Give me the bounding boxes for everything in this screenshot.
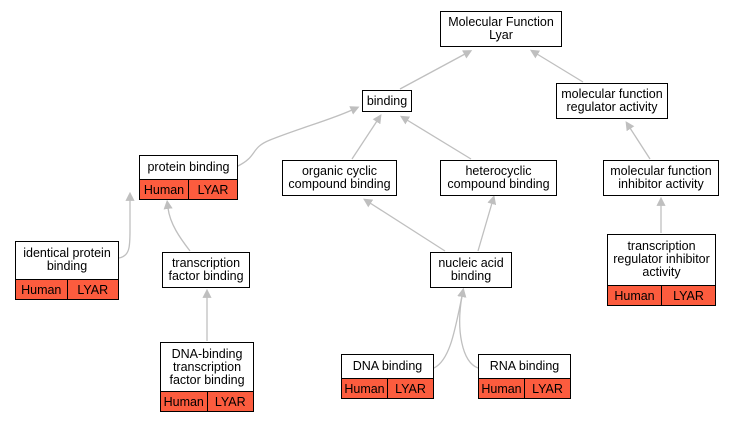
node-mf-inhibitor[interactable]: molecular function inhibitor activity <box>603 160 719 196</box>
node-label: molecular function regulator activity <box>561 87 663 114</box>
node-label: Molecular Function Lyar <box>448 15 554 42</box>
node-dna-tf-binding[interactable]: DNA-binding transcription factor binding… <box>160 342 254 412</box>
edge-binding-to-root <box>399 50 473 90</box>
gene-tag: LYAR <box>388 379 434 399</box>
node-tr-inhibitor[interactable]: transcription regulator inhibitor activi… <box>607 234 716 306</box>
node-label: transcription regulator inhibitor activi… <box>613 238 710 279</box>
gene-tag: LYAR <box>189 180 238 200</box>
node-label: organic cyclic compound binding <box>288 164 391 191</box>
node-label: identical protein binding <box>23 246 111 273</box>
species-tag: Human <box>341 379 388 399</box>
node-label: nucleic acid binding <box>438 256 504 283</box>
node-label: protein binding <box>147 159 230 174</box>
node-tf-binding[interactable]: transcription factor binding <box>162 252 250 288</box>
gene-tag: LYAR <box>207 392 254 412</box>
node-label: molecular function inhibitor activity <box>610 164 712 191</box>
node-label: transcription factor binding <box>168 256 244 283</box>
edge-organic-cyclic-to-binding <box>351 114 382 160</box>
species-tag: Human <box>15 280 68 300</box>
edge-nucleic-acid-to-heterocyclic <box>477 195 497 252</box>
node-label: heterocyclic compound binding <box>447 164 550 191</box>
edge-rna-binding-to-nucleic-acid <box>457 287 479 369</box>
node-mf-regulator[interactable]: molecular function regulator activity <box>556 83 668 119</box>
edge-nucleic-acid-to-organic-cyclic <box>363 198 446 252</box>
node-nucleic-acid[interactable]: nucleic acid binding <box>430 252 512 288</box>
node-organic-cyclic[interactable]: organic cyclic compound binding <box>282 160 397 196</box>
gene-tag: LYAR <box>662 286 716 306</box>
edge-mf-inhibitor-to-mf-regulator <box>625 121 651 160</box>
species-tag: Human <box>160 392 208 412</box>
species-tag: Human <box>478 379 525 399</box>
edge-identical-protein-to-protein-binding <box>118 191 135 259</box>
edge-mf-regulator-to-root <box>530 49 584 83</box>
edge-protein-binding-to-binding <box>237 106 360 167</box>
species-tag: Human <box>139 180 189 200</box>
edge-heterocyclic-to-binding <box>400 115 472 160</box>
species-tag: Human <box>607 286 662 306</box>
node-label: binding <box>366 93 408 108</box>
node-label: DNA-binding transcription factor binding <box>169 346 245 387</box>
gene-tag: LYAR <box>525 379 571 399</box>
edge-dna-binding-to-nucleic-acid <box>433 287 467 369</box>
node-heterocyclic[interactable]: heterocyclic compound binding <box>440 160 557 196</box>
node-root[interactable]: Molecular Function Lyar <box>440 11 562 47</box>
node-label: DNA binding <box>352 358 423 373</box>
edge-tf-binding-to-protein-binding <box>163 199 191 252</box>
node-label: RNA binding <box>489 358 560 373</box>
gene-tag: LYAR <box>67 280 119 300</box>
node-binding[interactable]: binding <box>362 90 412 112</box>
